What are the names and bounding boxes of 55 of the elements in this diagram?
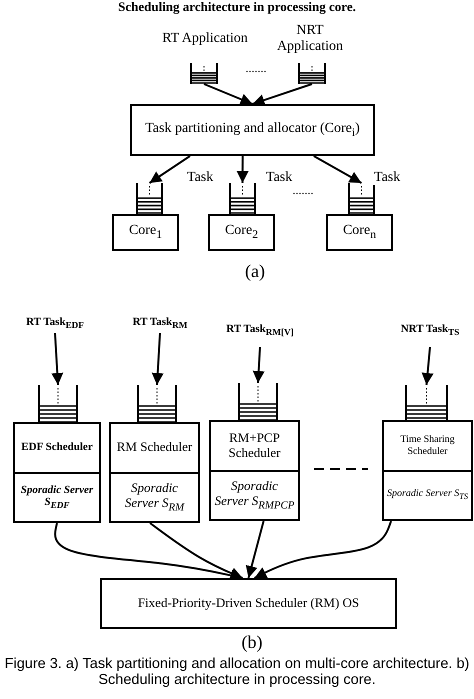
arrow xyxy=(149,522,243,579)
queue-icon xyxy=(348,183,375,214)
ellipsis-text: ....... xyxy=(244,62,268,76)
arrow xyxy=(246,520,265,578)
node-label: Fixed-Priority-Driven Scheduler (RM) OS xyxy=(138,596,360,611)
ellipsis-text: ....... xyxy=(292,184,314,198)
arrow xyxy=(152,332,164,386)
node-label: RT Application xyxy=(162,30,248,48)
arrow xyxy=(148,155,191,184)
process-box xyxy=(130,104,375,156)
node-label: Task partitioning and allocator (Core$_{i}$) xyxy=(145,120,360,140)
queue-icon xyxy=(229,183,256,214)
server-label: Sporadic Server S$_{RM}$ xyxy=(111,472,198,521)
node-label: Core$_{2}$ xyxy=(224,223,258,242)
server-label: Sporadic Server S$_{EDF}$ xyxy=(15,472,99,521)
node-label: RT Task$_{RM[V]}$ xyxy=(226,322,294,338)
scheduler-box xyxy=(382,420,473,521)
heading-text: Scheduling architecture in processing core. xyxy=(117,0,357,14)
scheduler-name: EDF Scheduler xyxy=(20,440,94,456)
queue-icon xyxy=(137,385,177,423)
queue-icon xyxy=(190,63,218,84)
panel-label: (a) xyxy=(244,262,266,282)
arrow xyxy=(313,155,362,184)
node-label: Core$_{n}$ xyxy=(342,223,376,242)
node-label: NRT Task$_{TS}$ xyxy=(400,322,460,338)
scheduler-box xyxy=(209,420,300,521)
node-label: RT Task$_{RM}$ xyxy=(132,316,188,330)
arrow xyxy=(51,332,64,386)
edge-label: Task xyxy=(373,170,402,186)
node-label: NRT Application xyxy=(276,22,344,56)
server-label: Sporadic Server S$_{TS}$ xyxy=(384,470,471,519)
arrow xyxy=(236,156,249,183)
caption: Figure 3. a) Task partitioning and allocation on multi-core architecture. b) Scheduling architecture in processing core. xyxy=(4,657,470,689)
server-label: Sporadic Server S$_{RMPCP}$ xyxy=(211,470,298,519)
panel-label: (b) xyxy=(240,633,264,653)
arrow xyxy=(252,83,312,106)
process-box xyxy=(326,214,393,251)
queue-icon xyxy=(136,183,163,214)
process-box xyxy=(112,214,179,251)
scheduler-box xyxy=(13,422,101,523)
node-label: Core$_{1}$ xyxy=(128,223,162,242)
process-box xyxy=(208,214,275,251)
queue-icon xyxy=(238,383,278,421)
arrow xyxy=(204,83,253,105)
arrow xyxy=(422,346,434,386)
scheduler-name: RM Scheduler xyxy=(116,438,194,456)
scheduler-name: Time Sharing Scheduler xyxy=(399,433,456,459)
queue-icon xyxy=(298,63,326,84)
queue-icon xyxy=(38,385,78,423)
arrow xyxy=(252,346,265,384)
scheduler-box xyxy=(109,422,200,523)
arrow xyxy=(254,520,392,579)
process-box xyxy=(100,578,397,629)
scheduler-name: RM+PCP Scheduler xyxy=(228,428,282,462)
node-label: RT Task$_{EDF}$ xyxy=(26,316,84,330)
